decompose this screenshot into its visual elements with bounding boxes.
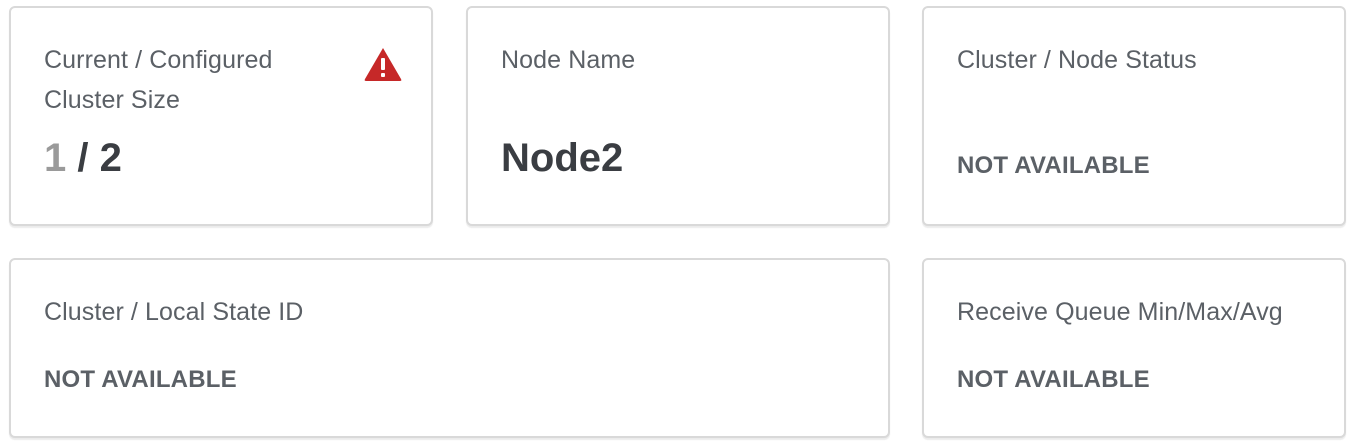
cluster-local-state-card: Cluster / Local State ID NOT AVAILABLE <box>9 258 890 438</box>
receive-queue-card: Receive Queue Min/Max/Avg NOT AVAILABLE <box>922 258 1346 438</box>
configured-cluster-size: 2 <box>99 136 122 180</box>
current-cluster-size: 1 <box>44 136 67 180</box>
node-name-value: Node2 <box>501 136 624 180</box>
cluster-local-state-value: NOT AVAILABLE <box>44 366 237 393</box>
cluster-node-status-value: NOT AVAILABLE <box>957 152 1150 179</box>
cluster-size-separator: / <box>66 136 100 180</box>
cluster-node-status-card: Cluster / Node Status NOT AVAILABLE <box>922 6 1346 226</box>
receive-queue-value: NOT AVAILABLE <box>957 366 1150 393</box>
cluster-node-status-label: Cluster / Node Status <box>957 46 1197 74</box>
cluster-size-label: Current / Configured Cluster Size <box>44 46 273 114</box>
node-name-card: Node Name Node2 <box>466 6 890 226</box>
receive-queue-label: Receive Queue Min/Max/Avg <box>957 298 1283 326</box>
cluster-size-value: 1 / 2 <box>44 136 122 181</box>
cluster-local-state-label: Cluster / Local State ID <box>44 298 304 326</box>
cluster-size-card: Current / Configured Cluster Size 1 / 2 <box>9 6 433 226</box>
warning-triangle-icon <box>364 48 402 81</box>
node-name-label: Node Name <box>501 46 636 74</box>
